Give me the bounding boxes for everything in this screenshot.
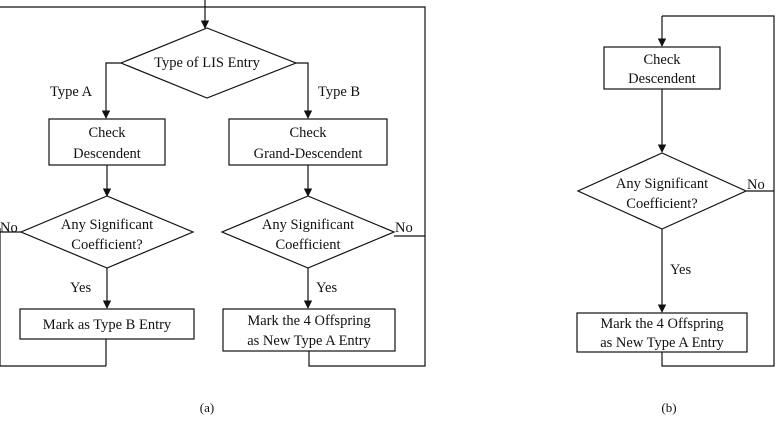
mark-type-b-box xyxy=(19,308,195,340)
type-b-label: Type B xyxy=(318,84,360,100)
sig-left-line2: Coefficient? xyxy=(71,237,142,253)
mark-offspring-box-a xyxy=(222,308,396,352)
mark-offspring-b-line2: as New Type A Entry xyxy=(600,335,724,351)
diagram-b: Check Descendent Any Significant Coeffic… xyxy=(576,15,775,415)
check-grand-line1: Check xyxy=(289,125,327,141)
caption-b: (b) xyxy=(661,400,676,415)
loop-frame-b xyxy=(661,15,775,367)
mark-type-b-label: Mark as Type B Entry xyxy=(43,317,172,333)
check-descendent-line2: Descendent xyxy=(73,146,141,162)
check-descendent-box xyxy=(48,118,166,166)
diagram-a: Type of LIS Entry Type A Type B Check De… xyxy=(0,0,426,415)
no-label-b: No xyxy=(747,177,765,193)
mark-offspring-b-line1: Mark the 4 Offspring xyxy=(600,316,723,332)
sig-right-line1: Any Significant xyxy=(262,217,354,233)
check-descendent-line1: Check xyxy=(88,125,126,141)
mark-offspring-a-line1: Mark the 4 Offspring xyxy=(247,313,370,329)
check-descendent-box-b xyxy=(603,46,721,90)
type-a-label: Type A xyxy=(50,84,93,100)
caption-a: (a) xyxy=(200,400,214,415)
yes-left-label: Yes xyxy=(70,280,91,296)
no-left-label: No xyxy=(0,220,18,236)
sig-left-line1: Any Significant xyxy=(61,217,153,233)
yes-label-b: Yes xyxy=(670,262,691,278)
check-descendent-b-line1: Check xyxy=(643,52,681,68)
mark-offspring-a-line2: as New Type A Entry xyxy=(247,333,371,349)
sig-b-line1: Any Significant xyxy=(616,176,708,192)
branch-type-a-arrow xyxy=(101,62,121,119)
yes-right-label: Yes xyxy=(316,280,337,296)
offspring-a-return-line xyxy=(308,236,426,367)
mark-offspring-box-b xyxy=(576,312,748,353)
type-decision-label: Type of LIS Entry xyxy=(154,55,260,71)
type-decision-diamond xyxy=(119,27,298,99)
right-loop-line xyxy=(205,6,426,236)
check-descendent-b-line2: Descendent xyxy=(628,71,696,87)
sig-right-line2: Coefficient xyxy=(276,237,341,253)
left-loop-line xyxy=(0,228,106,367)
branch-type-b-arrow xyxy=(296,62,313,119)
check-grand-line2: Grand-Descendent xyxy=(254,146,363,162)
no-right-label: No xyxy=(395,220,413,236)
sig-b-line2: Coefficient? xyxy=(626,196,697,212)
